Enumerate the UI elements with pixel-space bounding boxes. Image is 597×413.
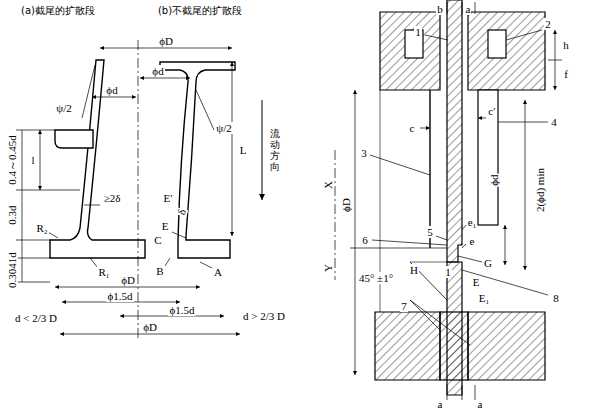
- diffuser-a: [50, 60, 145, 258]
- callout-number: 8: [552, 292, 560, 304]
- point-label: E: [472, 276, 481, 288]
- dimension-label: b: [436, 3, 444, 15]
- dimension-label: ϕd: [151, 65, 164, 77]
- axis-label: X: [322, 180, 334, 190]
- dimension-lines-right: [335, 2, 562, 400]
- dimension-label: a: [437, 398, 444, 410]
- figure-title: (b)不截尾的扩散段: [157, 5, 243, 16]
- point-label: B: [155, 265, 164, 277]
- callout-number: 1: [414, 26, 422, 38]
- dimension-label: 2(ϕd) min: [534, 167, 546, 213]
- flow-direction-note: 流动方向: [269, 128, 281, 172]
- angle-label: 45° ±1°: [358, 272, 394, 284]
- condition-note: d < 2/3 D: [14, 312, 58, 324]
- point-label: C: [153, 234, 162, 246]
- angle-label: ψ/2: [55, 102, 72, 114]
- radius-label: R₂: [35, 222, 48, 234]
- dimension-label: ϕD: [120, 274, 136, 286]
- dimension-label: ϕD: [340, 197, 352, 213]
- axis-label: Y: [322, 263, 334, 273]
- callout-number: 5: [426, 226, 434, 238]
- point-label: E′: [162, 192, 173, 204]
- dimension-label: 0.3041d: [6, 251, 18, 289]
- point-label: E: [161, 220, 170, 232]
- point-label: H: [409, 264, 419, 276]
- dimension-label: h: [562, 39, 570, 51]
- dimension-label: ϕD: [158, 35, 174, 47]
- dimension-label: ≥2δ: [103, 192, 122, 204]
- callout-number: 3: [360, 147, 368, 159]
- dimension-label: ϕ1.5d: [168, 304, 195, 316]
- dimension-label: c′: [487, 105, 496, 117]
- dimension-label: L: [239, 144, 248, 156]
- dimension-label: 0.4～0.45d: [6, 134, 18, 186]
- callout-number: 7: [400, 300, 408, 312]
- dimension-label: e₁: [467, 216, 478, 228]
- point-label: E₁: [478, 292, 491, 304]
- dimension-label: l: [30, 154, 35, 166]
- dimension-label: f: [563, 68, 569, 80]
- dimension-label: ϕd: [488, 173, 500, 186]
- point-label: A: [213, 266, 223, 278]
- dimension-label: a: [465, 3, 472, 15]
- dimension-label: c: [409, 122, 416, 134]
- callout-number: 1: [444, 266, 452, 278]
- condition-note: d > 2/3 D: [242, 310, 286, 322]
- dimension-label: a: [477, 398, 484, 410]
- dimension-label: ϕ1.5d: [106, 290, 133, 302]
- callout-number: 6: [361, 234, 369, 246]
- dimension-label: ϕD: [142, 321, 158, 333]
- orifice-plate: [380, 0, 498, 395]
- callout-number: 4: [550, 116, 558, 128]
- dimension-label: e: [469, 235, 476, 247]
- dimension-label: 0.3d: [6, 204, 18, 225]
- diffuser-b: [160, 62, 235, 258]
- dimension-label: ϕd: [105, 84, 118, 96]
- dimension-lines-left: [16, 40, 262, 340]
- figure-title: (a)截尾的扩散段: [20, 5, 96, 16]
- radius-label: R₁: [97, 266, 110, 278]
- callout-number: 2: [544, 18, 552, 30]
- angle-label: ψ/2: [215, 122, 232, 134]
- point-label: G: [483, 257, 493, 269]
